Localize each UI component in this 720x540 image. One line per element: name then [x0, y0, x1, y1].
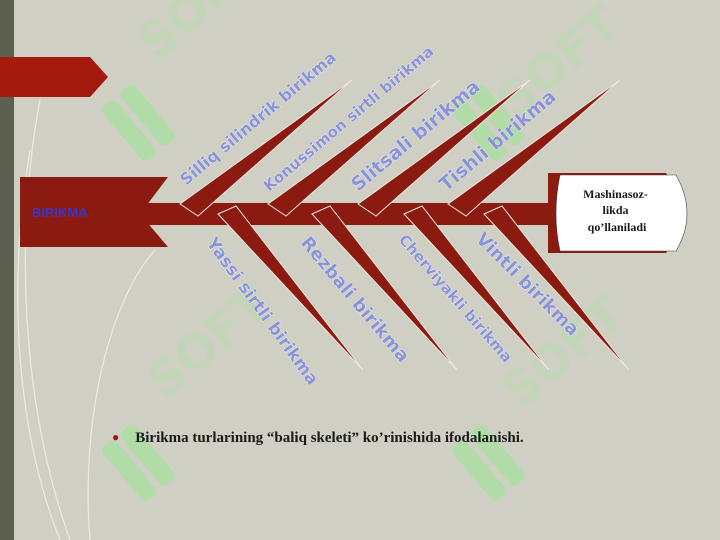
watermark-logo-icon [102, 425, 175, 501]
upper-bone-label-1: Silliq silindrik birikma [176, 48, 339, 189]
watermark-text: SOFT [128, 0, 272, 71]
left-decor-bar [0, 0, 14, 540]
lower-bone-1 [217, 205, 364, 371]
watermark-2: SOFT [487, 0, 631, 129]
lower-bone-3 [403, 205, 550, 371]
watermark-logo-icon [102, 85, 175, 161]
watermark-1: SOFT [128, 0, 272, 71]
bullet-dot-icon: ● [112, 430, 120, 444]
lower-bone-4 [483, 205, 630, 371]
upper-bone-3 [357, 79, 531, 217]
watermark-logo-icon [452, 425, 525, 501]
lower-bones [217, 205, 630, 371]
title-ribbon [0, 57, 108, 97]
tail-label: BIRIKMA [32, 205, 88, 220]
watermark-logo-icon [452, 85, 525, 161]
head-box-inner [555, 174, 688, 252]
watermark-text: SOFT [487, 0, 631, 129]
head-label: Mashinasoz- likda qo’llaniladi [583, 187, 651, 234]
head-label-line: qo’llaniladi [588, 220, 647, 234]
upper-bones [179, 79, 621, 217]
head-label-line: likda [602, 203, 628, 217]
upper-bone-2 [267, 79, 441, 217]
upper-bone-1 [179, 79, 353, 217]
caption-text: Birikma turlarining “baliq skeleti” ko’r… [135, 430, 524, 446]
caption-bullet: ● Birikma turlarining “baliq skeleti” ko’… [112, 430, 672, 447]
lower-bone-2 [311, 205, 458, 371]
upper-bone-4 [447, 79, 621, 217]
tail-arrow [20, 177, 168, 247]
head-label-line: Mashinasoz- [583, 187, 648, 201]
